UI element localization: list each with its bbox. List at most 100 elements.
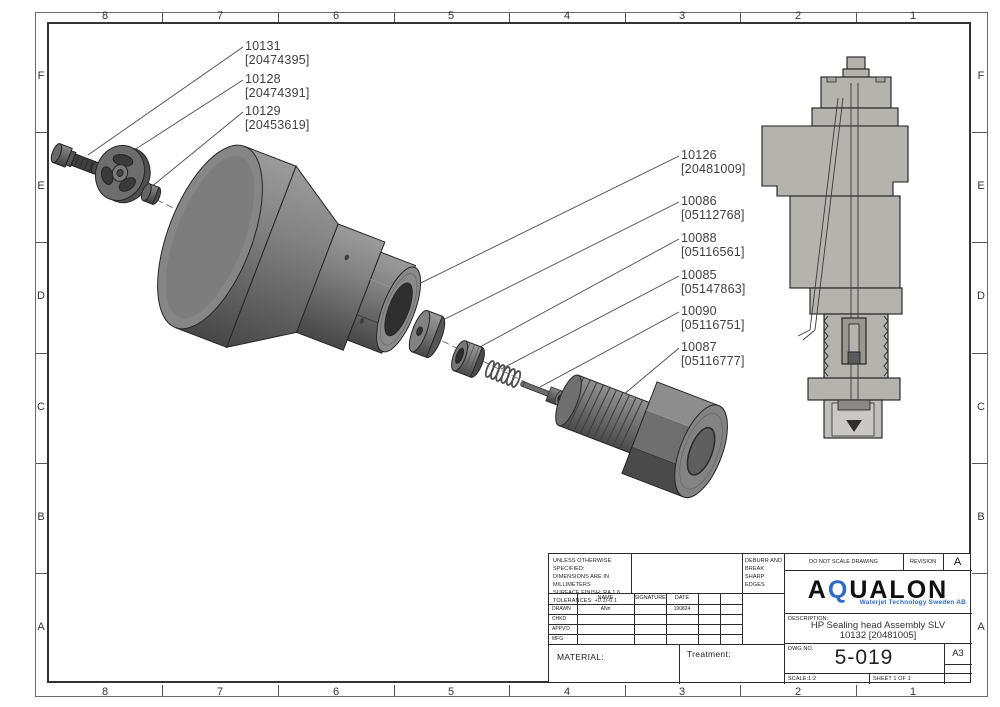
row-label-mfg: MFG [552,636,564,642]
row-label-appvd: APPV'D [552,626,570,632]
logo-wordmark: AQUALON [808,575,949,604]
part-label-10128: 10128 [20474391] [245,72,310,100]
revision-label: REVISION [909,559,937,565]
zone-col-top-1: 1 [909,10,917,22]
title-block-line [784,643,972,644]
zone-col-top-2: 2 [794,10,802,22]
part-label-10086: 10086 [05112768] [681,194,745,222]
zone-col-bot-7: 7 [216,686,224,698]
zone-col-bot-8: 8 [101,686,109,698]
title-block-line [944,664,972,665]
dwg-no-value: 5-019 [834,646,894,669]
title-block-line [679,644,680,684]
zone-row-right-d: D [977,290,985,302]
note-line: UNLESS OTHERWISE SPECIFIED: [553,558,612,572]
part-number: 10131 [245,39,281,53]
revision-value: A [953,556,962,568]
part-number: 10086 [681,194,717,208]
part-number: 10126 [681,148,717,162]
part-label-10090: 10090 [05116751] [681,304,745,332]
zone-row-left-e: E [37,180,45,192]
part-label-10129: 10129 [20453619] [245,104,310,132]
title-block-line [549,624,742,625]
zone-tick [278,13,279,22]
zone-col-bot-2: 2 [794,686,802,698]
col-header-date: DATE [674,595,690,601]
part-retainer-disc [94,144,151,204]
leader-lines [87,46,680,407]
zone-tick [162,685,163,696]
description-label: DESCRIPTION: [788,616,829,622]
part-set-screw [50,143,101,175]
note-line: SURFACE FINISH: RA 1.6 [553,590,621,596]
part-hex-plug [555,374,728,499]
description-line1: HP Sealing head Assembly SLV [810,620,946,631]
inner-border [47,22,971,683]
scale-label: SCALE:1:2 [788,676,817,682]
zone-row-left-d: D [37,290,45,302]
zone-row-right-e: E [977,180,985,192]
part-ref: [05116777] [681,353,745,368]
sheet-label: SHEET 1 OF 1 [873,676,911,682]
note-line: DEBURR AND [745,558,783,564]
title-block-line [634,593,635,644]
title-block-line [943,554,944,570]
title-block-line [549,614,742,615]
drawn-name: ANn [600,606,611,612]
zone-tick [36,242,47,243]
part-number: 10129 [245,104,281,118]
title-block-line [869,673,870,684]
note-line: TOLERANCES: +0.1/-0.1 [553,598,618,604]
part-ref: [20474395] [245,52,310,67]
zone-tick [36,132,47,133]
part-label-10087: 10087 [05116777] [681,340,745,368]
zone-tick [972,242,988,243]
description-line2: 10132 [20481005] [839,630,917,641]
zone-row-right-a: A [977,621,985,633]
zone-col-bot-3: 3 [678,686,686,698]
part-ref: [20481009] [681,161,746,176]
zone-row-left-c: C [37,401,45,413]
part-label-10088: 10088 [05116561] [681,231,745,259]
zone-col-top-8: 8 [101,10,109,22]
zone-tick [972,573,988,574]
part-plug-cap [140,183,162,205]
note-line: BREAK SHARP [745,566,765,580]
paper-size: A3 [952,648,964,659]
part-ref: [20453619] [245,117,310,132]
zone-tick [36,353,47,354]
logo-letter-q: Q [827,575,850,604]
part-number: 10087 [681,340,717,354]
logo-letters: UALON [849,575,949,604]
zone-row-right-c: C [977,401,985,413]
zone-tick [972,353,988,354]
title-block-line [666,593,667,644]
material-label: MATERIAL: [557,652,604,662]
zone-col-top-5: 5 [447,10,455,22]
row-label-drawn: DRAWN [552,606,571,612]
part-number: 10128 [245,72,281,86]
zone-tick [625,685,626,696]
part-number: 10090 [681,304,717,318]
zone-tick [972,463,988,464]
part-label-10131: 10131 [20474395] [245,39,310,67]
title-block-line [784,570,972,571]
zone-tick [509,13,510,22]
zone-col-top-3: 3 [678,10,686,22]
col-header-signature: SIGNATURE [634,595,666,601]
title-block-line [784,613,972,614]
title-block-line [698,593,699,644]
zone-col-top-7: 7 [216,10,224,22]
part-fluted-nut [451,340,485,378]
zone-col-bot-4: 4 [563,686,571,698]
zone-col-bot-5: 5 [447,686,455,698]
title-block-line [549,604,742,605]
title-block-line [944,643,945,684]
part-spring [484,360,522,388]
part-ref: [05116751] [681,317,745,332]
zone-tick [856,685,857,696]
part-main-body [157,144,422,354]
zone-tick [278,685,279,696]
